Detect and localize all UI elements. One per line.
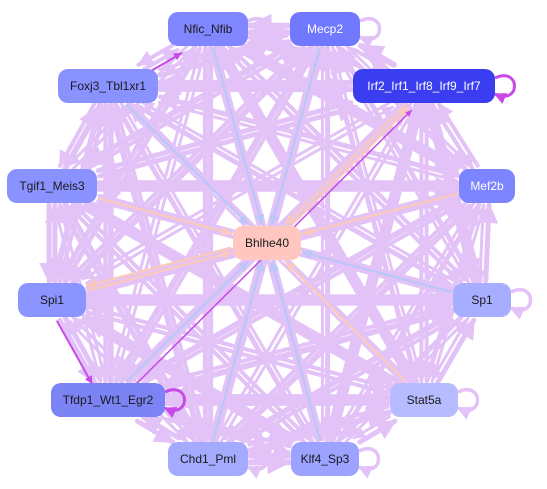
edge-stat5a-to-tgif1 (83, 199, 396, 382)
edge-tgif1-to-bhlhe40 (97, 197, 233, 236)
node-label-tfdp1: Tfdp1_Wt1_Egr2 (63, 393, 154, 407)
node-stat5a[interactable]: Stat5a (390, 383, 458, 417)
self-loop-mecp2 (358, 17, 382, 49)
node-box-stat5a (390, 383, 458, 417)
edge-chd1-to-stat5a (247, 406, 392, 454)
node-box-tgif1 (7, 169, 97, 203)
node-box-spi1 (18, 283, 86, 317)
node-label-mef2b: Mef2b (470, 179, 504, 193)
edge-spi1-to-bhlhe40 (86, 250, 233, 292)
node-label-mecp2: Mecp2 (307, 22, 343, 36)
edge-mef2b-to-bhlhe40 (301, 192, 459, 237)
edge-irf-to-mecp2 (357, 42, 397, 68)
edge-sp1-to-bhlhe40 (301, 250, 453, 294)
self-loop-tfdp1 (163, 388, 186, 418)
edge-irf-to-bhlhe40 (284, 103, 407, 226)
self-loop-nfic (246, 17, 270, 49)
edge-tgif1-to-irf (97, 102, 359, 179)
edge-foxj3-to-mecp2 (158, 36, 292, 78)
edge-bhlhe40-to-irf (288, 106, 410, 229)
node-box-irf (353, 69, 495, 103)
edge-foxj3-to-nfic (147, 52, 183, 74)
edge-nfic-to-bhlhe40 (211, 46, 265, 226)
node-mef2b[interactable]: Mef2b (459, 169, 515, 203)
node-box-foxj3 (58, 69, 158, 103)
node-label-nfic: Nfic_Nfib (184, 22, 233, 36)
edge-spi1-to-irf (85, 105, 395, 285)
edge-stat5a-to-sp1 (435, 317, 477, 385)
edge-tfdp1-to-mecp2 (119, 47, 319, 385)
node-label-chd1: Chd1_Pml (180, 452, 236, 466)
self-loop-klf4 (357, 447, 381, 479)
edge-mef2b-to-foxj3 (158, 91, 461, 178)
node-box-klf4 (291, 442, 359, 476)
edge-stat5a-to-chd1 (247, 404, 390, 449)
node-box-bhlhe40 (233, 226, 301, 260)
node-label-tgif1: Tgif1_Meis3 (19, 179, 85, 193)
edge-foxj3-to-bhlhe40 (125, 103, 250, 226)
edge-nfic-to-foxj3 (136, 43, 174, 67)
edge-mecp2-to-bhlhe40 (269, 46, 322, 226)
node-foxj3[interactable]: Foxj3_Tbl1xr1 (58, 69, 158, 103)
edge-tfdp1-to-mef2b (141, 203, 461, 386)
edge-chd1-to-sp1 (240, 318, 455, 445)
node-label-irf: Irf2_Irf1_Irf8_Irf9_Irf7 (367, 79, 481, 93)
node-label-foxj3: Foxj3_Tbl1xr1 (70, 79, 146, 93)
edge-stat5a-to-bhlhe40 (284, 260, 407, 383)
node-label-stat5a: Stat5a (407, 393, 442, 407)
node-tfdp1[interactable]: Tfdp1_Wt1_Egr2 (51, 383, 165, 417)
node-label-spi1: Spi1 (40, 293, 64, 307)
node-box-mef2b (459, 169, 515, 203)
node-box-mecp2 (290, 12, 360, 46)
node-box-sp1 (453, 283, 511, 317)
node-tgif1[interactable]: Tgif1_Meis3 (7, 169, 97, 203)
edge-foxj3-to-mef2b (157, 100, 458, 184)
edge-bhlhe40-to-spi1 (85, 246, 232, 289)
self-loop-sp1 (509, 288, 533, 320)
node-label-bhlhe40: Bhlhe40 (245, 236, 289, 250)
node-sp1[interactable]: Sp1 (453, 283, 511, 317)
node-spi1[interactable]: Spi1 (18, 283, 86, 317)
node-nfic[interactable]: Nfic_Nfib (168, 12, 248, 46)
node-irf[interactable]: Irf2_Irf1_Irf8_Irf9_Irf7 (353, 69, 495, 103)
edge-mecp2-to-foxj3 (157, 34, 289, 73)
edge-tfdp1-to-bhlhe40 (125, 260, 250, 383)
edge-klf4-to-stat5a (357, 418, 398, 445)
node-box-nfic (168, 12, 248, 46)
edge-sp1-to-chd1 (235, 312, 453, 441)
edge-foxj3-to-sp1 (137, 104, 453, 288)
edge-sp1-to-tfdp1 (164, 303, 453, 386)
node-mecp2[interactable]: Mecp2 (290, 12, 360, 46)
node-label-klf4: Klf4_Sp3 (301, 452, 350, 466)
self-loops-layer (163, 17, 533, 479)
edge-tfdp1-to-spi1 (62, 315, 103, 383)
edge-chd1-to-tfdp1 (140, 414, 182, 441)
edge-mef2b-to-tfdp1 (136, 197, 459, 382)
node-klf4[interactable]: Klf4_Sp3 (291, 442, 359, 476)
edge-sp1-to-mef2b (478, 202, 499, 284)
node-box-chd1 (168, 442, 248, 476)
edge-klf4-to-bhlhe40 (269, 260, 322, 442)
edge-irf-to-tgif1 (95, 100, 354, 176)
edge-tfdp1-to-sp1 (164, 304, 455, 391)
edge-foxj3-to-nfic (142, 48, 180, 72)
node-bhlhe40[interactable]: Bhlhe40 (233, 226, 301, 260)
node-label-sp1: Sp1 (471, 293, 493, 307)
node-box-tfdp1 (51, 383, 165, 417)
self-loop-chd1 (246, 447, 270, 479)
edge-spi1-to-tfdp1 (56, 320, 93, 385)
self-loop-irf (493, 74, 516, 104)
edge-chd1-to-bhlhe40 (211, 260, 265, 442)
node-chd1[interactable]: Chd1_Pml (168, 442, 248, 476)
self-loop-stat5a (456, 388, 480, 420)
